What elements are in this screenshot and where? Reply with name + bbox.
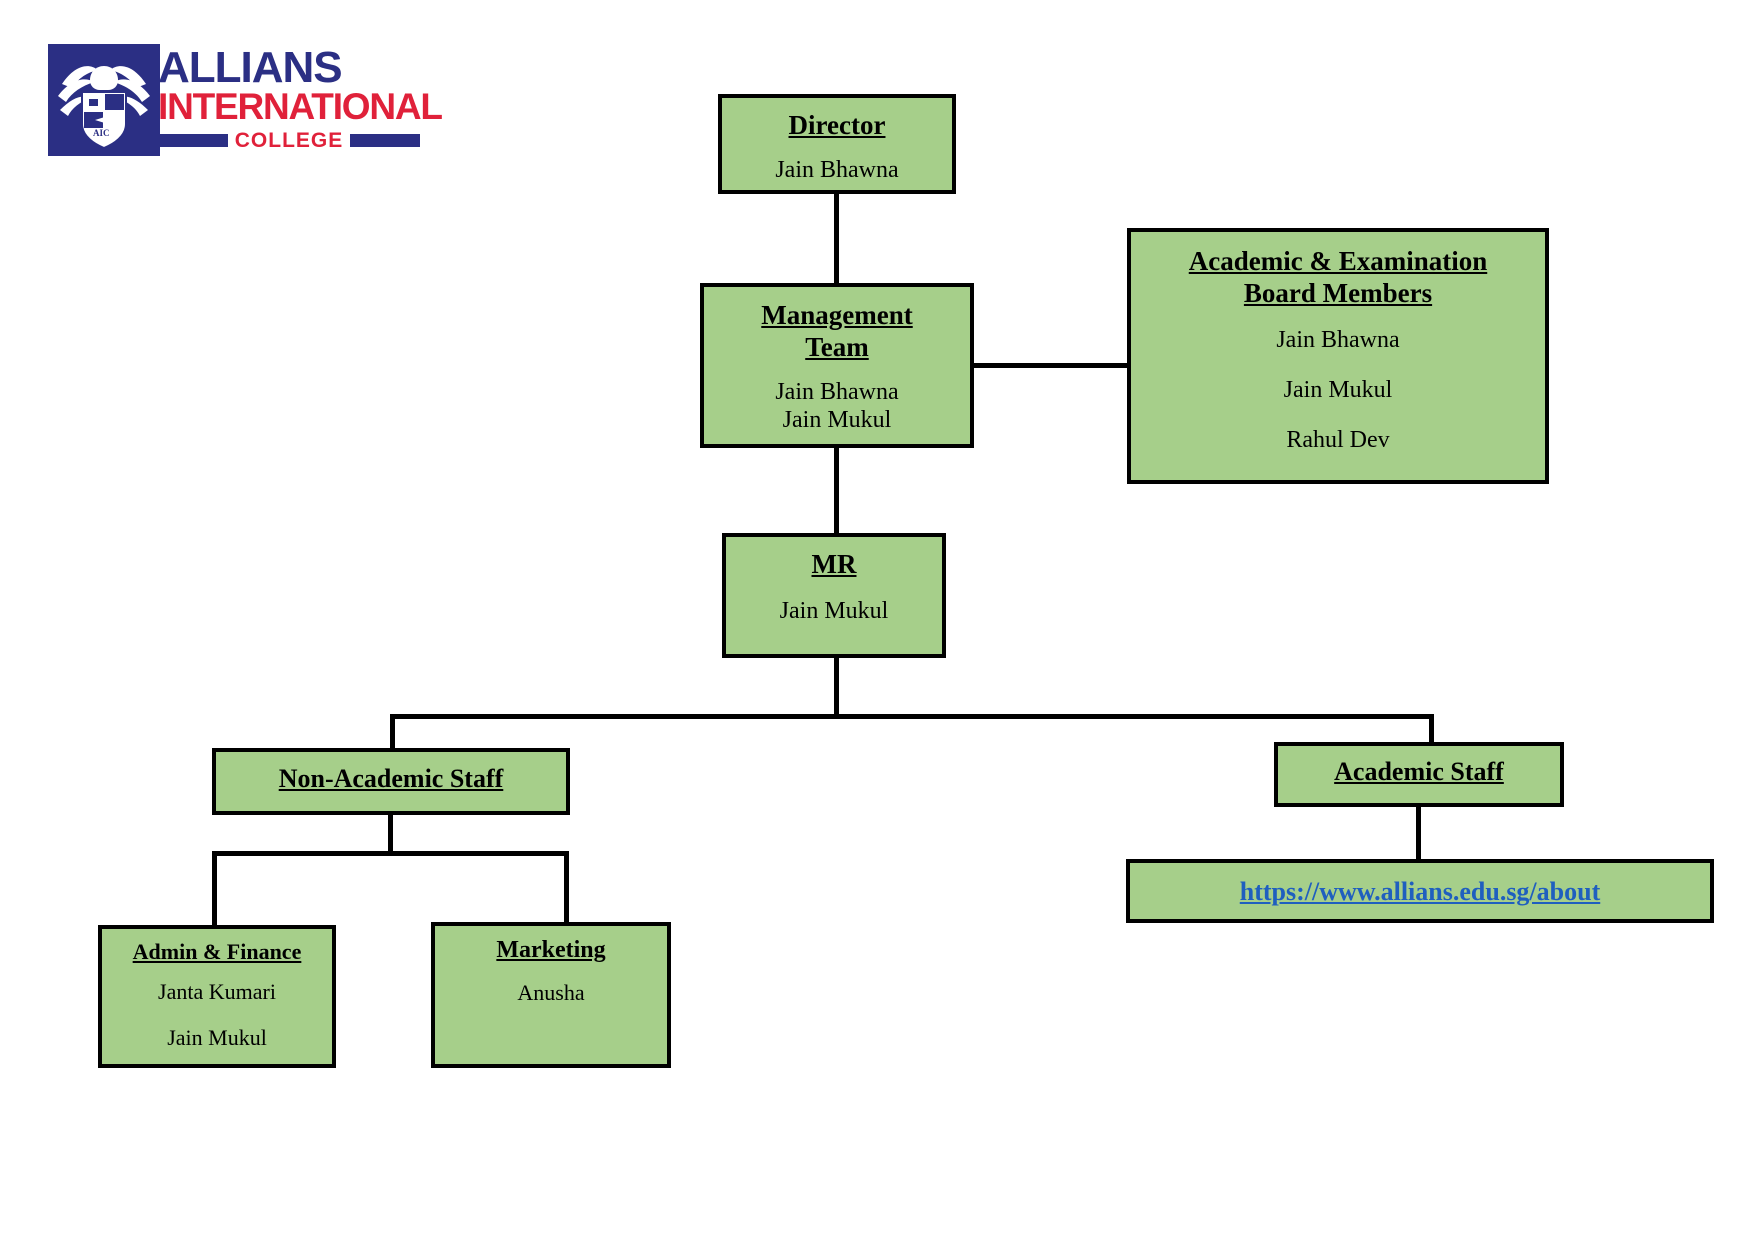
node-director-title: Director bbox=[788, 110, 886, 140]
node-academic-examination-board: Academic & Examination Board Members Jai… bbox=[1127, 228, 1549, 484]
logo-line-college-row: COLLEGE bbox=[158, 129, 421, 152]
node-non-academic-staff: Non-Academic Staff bbox=[212, 748, 570, 815]
node-admin-finance-name-2: Jain Mukul bbox=[167, 1024, 267, 1050]
connector-management-to-mr bbox=[834, 445, 839, 536]
node-management-team-name-1: Jain Bhawna bbox=[775, 378, 899, 405]
svg-text:AIC: AIC bbox=[93, 128, 110, 138]
node-admin-finance: Admin & Finance Janta Kumari Jain Mukul bbox=[98, 925, 336, 1068]
logo-line-allians: ALLIANS bbox=[158, 43, 343, 92]
logo-bar-right bbox=[350, 134, 421, 147]
node-mr: MR Jain Mukul bbox=[722, 533, 946, 658]
node-mr-title: MR bbox=[811, 549, 857, 579]
node-management-team-title-line2: Team bbox=[805, 331, 869, 362]
connector-bus-to-non-academic-staff bbox=[390, 714, 395, 752]
connector-non-academic-horizontal-bus bbox=[212, 851, 569, 856]
node-admin-finance-name-1: Janta Kumari bbox=[158, 978, 276, 1004]
logo-line-international: INTERNATIONAL bbox=[158, 86, 443, 127]
node-mr-name: Jain Mukul bbox=[779, 597, 889, 624]
connector-director-to-management bbox=[834, 191, 839, 286]
logo-wordmark: ALLIANS INTERNATIONAL COLLEGE bbox=[158, 43, 443, 156]
node-board-title-line2: Board Members bbox=[1243, 277, 1433, 308]
connector-management-to-board bbox=[971, 363, 1131, 368]
node-marketing-title: Marketing bbox=[496, 937, 606, 963]
connector-bus-to-marketing bbox=[564, 851, 569, 925]
node-board-names: Jain Bhawna Jain Mukul Rahul Dev bbox=[1131, 326, 1545, 455]
node-board-name-2: Jain Mukul bbox=[1283, 377, 1393, 404]
node-admin-finance-title: Admin & Finance bbox=[132, 939, 302, 964]
node-board-name-3: Rahul Dev bbox=[1286, 427, 1390, 454]
connector-academic-staff-to-weblink bbox=[1416, 804, 1421, 862]
logo-line-college: COLLEGE bbox=[234, 129, 344, 152]
connector-bus-to-admin-finance bbox=[212, 851, 217, 928]
node-academic-staff: Academic Staff bbox=[1274, 742, 1564, 807]
node-non-academic-staff-title: Non-Academic Staff bbox=[278, 764, 504, 793]
node-marketing: Marketing Anusha bbox=[431, 922, 671, 1068]
connector-mr-stem bbox=[834, 655, 839, 717]
node-academic-staff-title: Academic Staff bbox=[1334, 757, 1504, 786]
node-admin-finance-names: Janta Kumari Jain Mukul bbox=[102, 979, 332, 1051]
logo-bar-left bbox=[158, 134, 228, 147]
node-board-name-1: Jain Bhawna bbox=[1276, 326, 1400, 353]
allians-international-college-logo: AIC ALLIANS INTERNATIONAL COLLEGE bbox=[48, 43, 443, 160]
academic-staff-url-link[interactable]: https://www.allians.edu.sg/about bbox=[1239, 877, 1601, 906]
node-board-title-line1: Academic & Examination bbox=[1188, 246, 1488, 276]
connector-bus-to-academic-staff bbox=[1429, 714, 1434, 748]
logo-crest-icon: AIC bbox=[48, 44, 160, 156]
node-director-name: Jain Bhawna bbox=[775, 156, 899, 183]
node-marketing-name: Anusha bbox=[517, 980, 585, 1006]
node-management-team: Management Team Jain Bhawna Jain Mukul bbox=[700, 283, 974, 448]
node-director: Director Jain Bhawna bbox=[718, 94, 956, 194]
connector-non-academic-stem bbox=[388, 812, 393, 854]
node-management-team-names: Jain Bhawna Jain Mukul bbox=[704, 378, 970, 435]
node-management-team-title-line1: Management bbox=[761, 300, 913, 330]
connector-mr-horizontal-bus bbox=[390, 714, 1434, 719]
node-academic-staff-weblink[interactable]: https://www.allians.edu.sg/about bbox=[1126, 859, 1714, 923]
node-management-team-name-2: Jain Mukul bbox=[782, 407, 892, 434]
